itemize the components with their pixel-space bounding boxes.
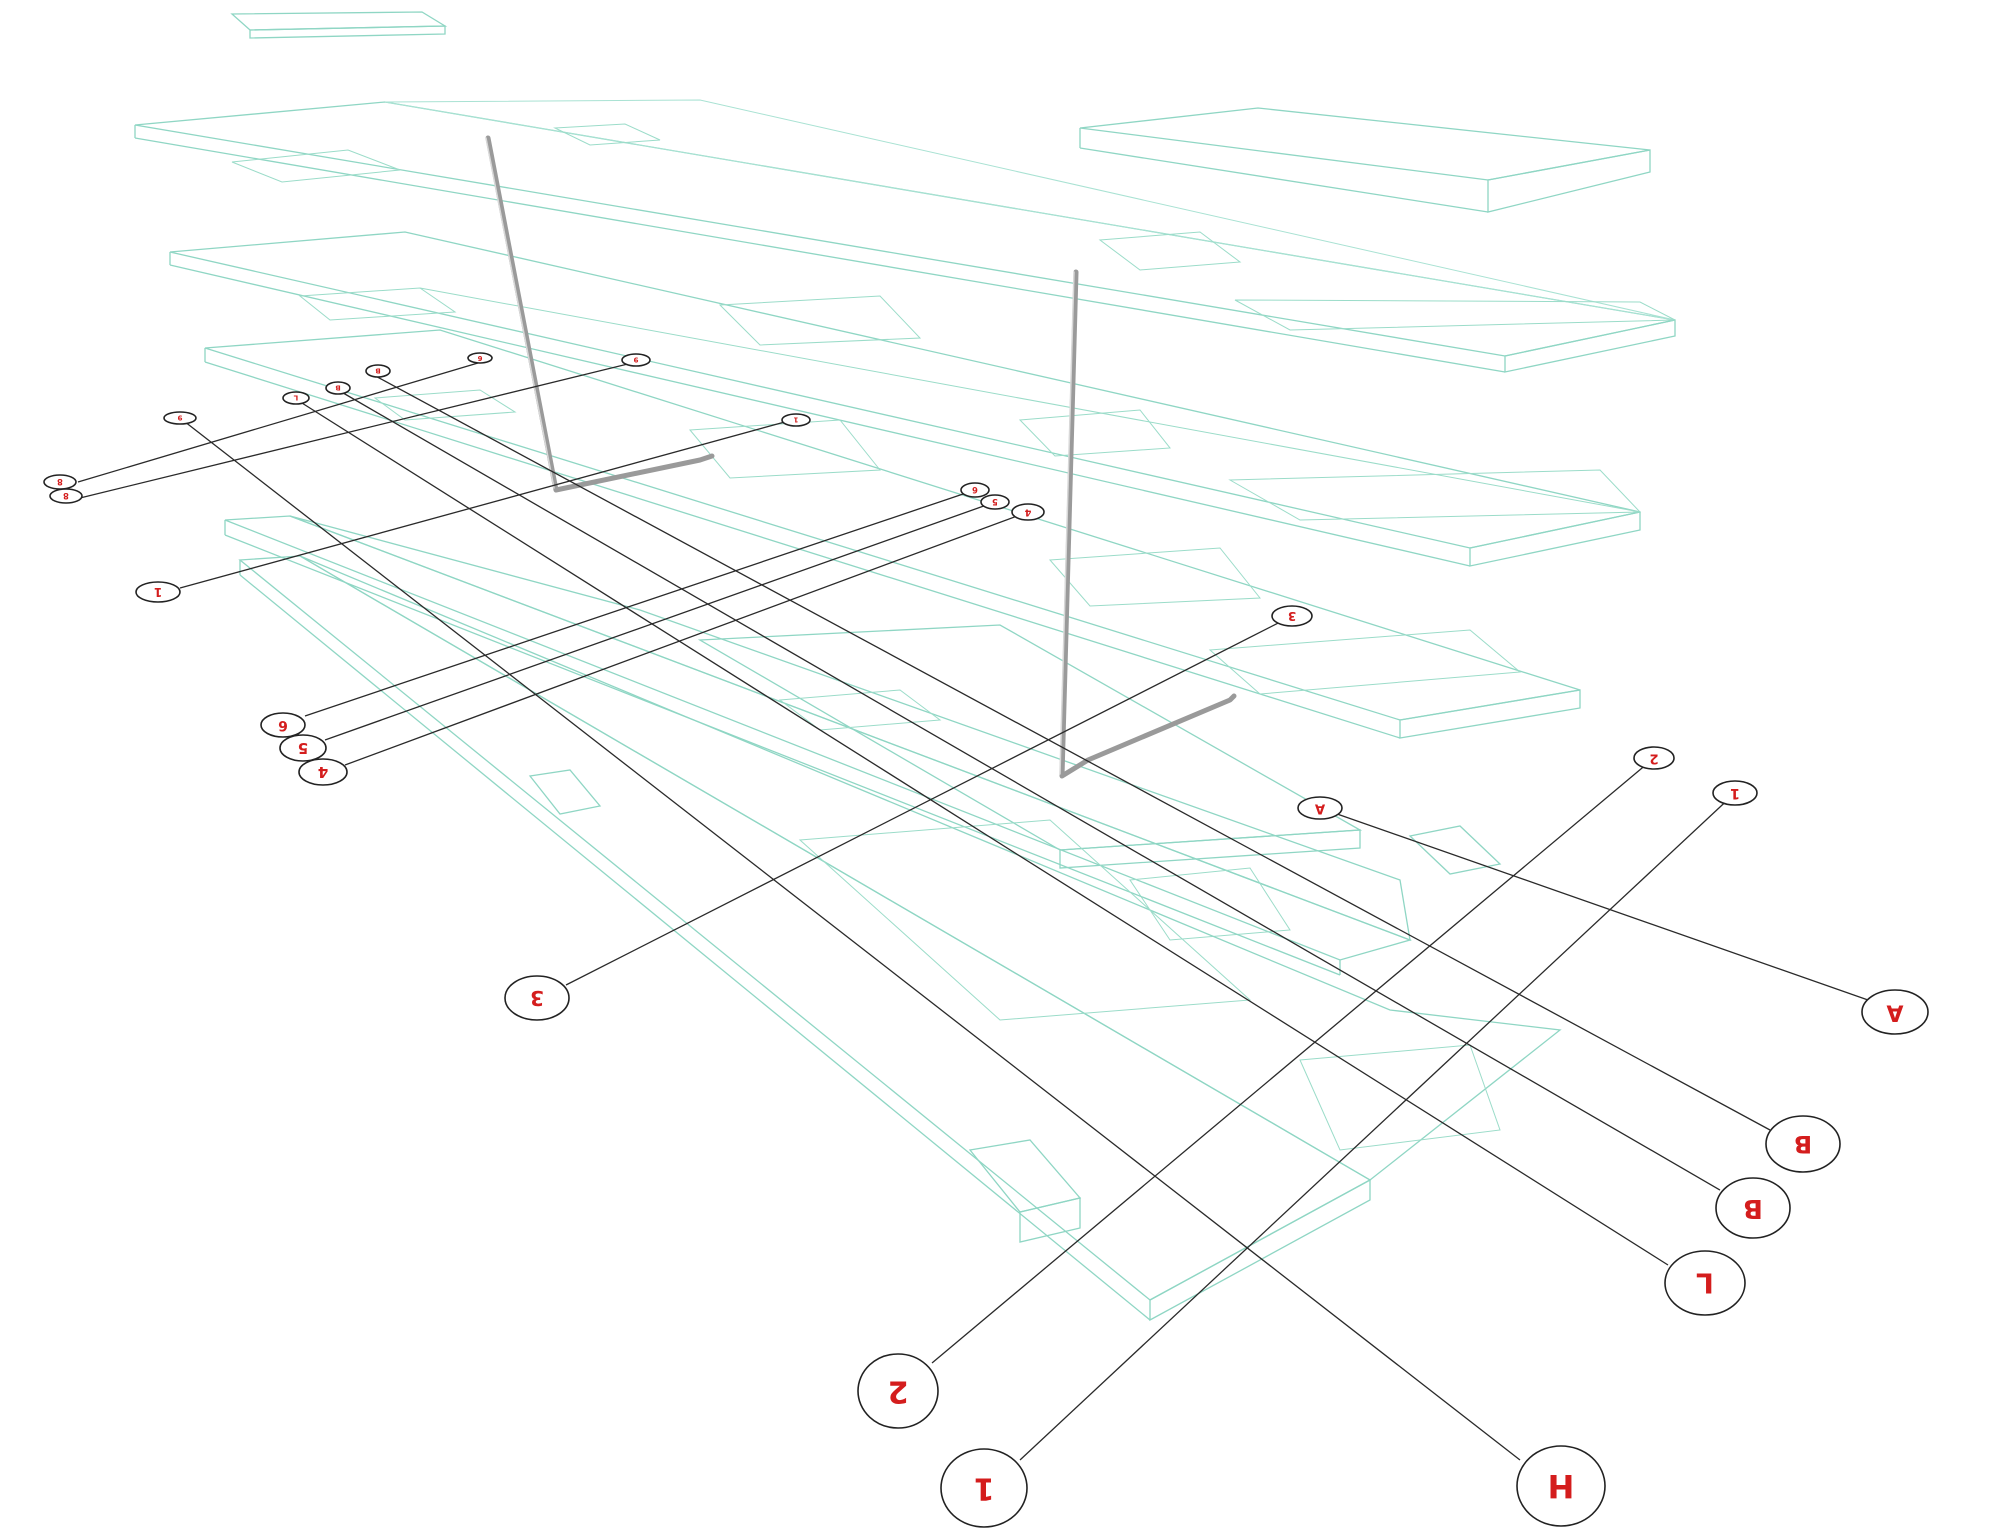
grid-bubble-small-label: B bbox=[335, 384, 340, 393]
grid-bubble-b-2-label: B bbox=[1743, 1193, 1763, 1223]
grid-bubble-1: 1 bbox=[940, 1448, 1028, 1528]
grid-bubble-small-label: B bbox=[375, 367, 380, 376]
grid-bubble-small-1: A bbox=[1297, 796, 1343, 820]
grid-bubble-small-15: 6 bbox=[467, 352, 493, 364]
grid-bubble-small-label: L bbox=[293, 394, 298, 403]
grid-bubble-small-16: 1 bbox=[781, 413, 811, 427]
grid-bubble-small-3: B bbox=[325, 381, 351, 395]
grid-bubble-b-2: B bbox=[1715, 1177, 1791, 1239]
roof-box-large bbox=[1079, 107, 1651, 213]
grid-bubbles-large: A B B L 2 1 H 3 bbox=[135, 581, 1929, 1528]
grid-bubble-small-8: 3 bbox=[1271, 605, 1313, 627]
slab-level-4 bbox=[224, 515, 1413, 976]
grid-bubble-small-12: 8 bbox=[43, 474, 77, 490]
grid-bubble-small-label: 8 bbox=[57, 477, 63, 487]
grid-bubble-3-label: 3 bbox=[530, 986, 544, 1010]
grid-bubble-small-label: A bbox=[1314, 801, 1325, 816]
grid-line-b-2 bbox=[337, 389, 1721, 1191]
grid-bubble-small-label: 9 bbox=[633, 356, 638, 365]
grid-bubble-a: A bbox=[1861, 989, 1929, 1035]
grid-line-h bbox=[179, 417, 1521, 1461]
grid-bubble-3: 3 bbox=[504, 975, 570, 1021]
grid-bubble-small-14: 9 bbox=[163, 411, 197, 425]
slab-level-1 bbox=[134, 99, 1676, 373]
grid-bubble-h: H bbox=[1516, 1445, 1606, 1527]
grid-line-5 bbox=[324, 501, 996, 741]
grid-line-9-left bbox=[79, 361, 637, 499]
grid-bubble-1-left: 1 bbox=[135, 581, 181, 603]
floor-slabs bbox=[134, 11, 1676, 1322]
grid-bubble-small-9: 2 bbox=[1633, 746, 1675, 770]
grid-line-8-left bbox=[77, 359, 489, 483]
grid-bubble-small-2: B bbox=[365, 364, 391, 378]
grid-bubble-small-6: 5 bbox=[980, 494, 1010, 510]
grid-bubble-l: L bbox=[1664, 1250, 1746, 1316]
grid-bubble-small-label: 6 bbox=[972, 485, 978, 495]
grid-line-1-left bbox=[179, 419, 793, 589]
grid-line-2 bbox=[931, 757, 1655, 1364]
grid-bubble-small-label: 2 bbox=[1649, 751, 1658, 766]
grid-bubble-h-label: H bbox=[1548, 1467, 1575, 1505]
grid-bubble-4-label: 4 bbox=[318, 763, 328, 781]
grid-bubble-2: 2 bbox=[857, 1353, 939, 1429]
grid-bubble-6: 6 bbox=[260, 712, 306, 738]
slab-level-2 bbox=[169, 231, 1642, 567]
grid-bubble-small-4: L bbox=[282, 391, 310, 405]
grid-bubble-small-10: 1 bbox=[1712, 780, 1758, 806]
grid-bubble-small-label: 1 bbox=[793, 416, 798, 425]
grid-line-l bbox=[293, 397, 1669, 1266]
grid-bubble-1-label: 1 bbox=[974, 1471, 995, 1506]
grid-line-a bbox=[1319, 807, 1869, 1001]
grid-bubble-small-label: 1 bbox=[1730, 785, 1740, 801]
grid-bubble-small-label: 4 bbox=[1024, 507, 1031, 518]
grid-bubble-1-left-label: 1 bbox=[154, 585, 162, 599]
grid-bubble-small-13: 8 bbox=[49, 488, 83, 504]
grid-lines bbox=[77, 359, 1869, 1461]
grid-bubble-5: 5 bbox=[279, 734, 327, 762]
grid-bubble-small-label: 9 bbox=[177, 414, 182, 423]
grid-bubble-small-label: 8 bbox=[63, 491, 69, 501]
grid-bubble-a-label: A bbox=[1886, 1000, 1903, 1025]
grid-bubble-small-5: 6 bbox=[960, 482, 990, 498]
grid-bubble-b-1-label: B bbox=[1794, 1130, 1812, 1158]
grid-line-6 bbox=[304, 489, 976, 717]
pipe-left bbox=[485, 135, 715, 493]
grid-bubble-small-label: 5 bbox=[992, 497, 998, 507]
slab-level-3 bbox=[204, 329, 1581, 739]
grid-bubble-small-label: 6 bbox=[477, 354, 482, 362]
roof-box-small bbox=[230, 11, 448, 39]
grid-bubble-b-1: B bbox=[1765, 1115, 1841, 1173]
grid-bubble-2-label: 2 bbox=[888, 1374, 909, 1409]
grid-bubble-l-label: L bbox=[1696, 1267, 1714, 1300]
vertical-pipes bbox=[485, 135, 1237, 779]
grid-bubble-small-label: 3 bbox=[1288, 609, 1296, 623]
grid-bubble-6-label: 6 bbox=[278, 717, 288, 733]
grid-bubble-4: 4 bbox=[298, 758, 348, 786]
pipe-right bbox=[1059, 269, 1237, 779]
grid-bubble-small-11: 9 bbox=[621, 353, 651, 367]
grid-line-b-1 bbox=[369, 372, 1771, 1131]
grid-line-3 bbox=[565, 615, 1293, 986]
grid-bubble-small-7: 4 bbox=[1011, 503, 1045, 521]
grid-bubble-5-label: 5 bbox=[298, 739, 308, 757]
slab-level-5 bbox=[238, 555, 1562, 1322]
grid-line-4 bbox=[344, 511, 1029, 766]
grid-line-1 bbox=[1019, 792, 1736, 1461]
